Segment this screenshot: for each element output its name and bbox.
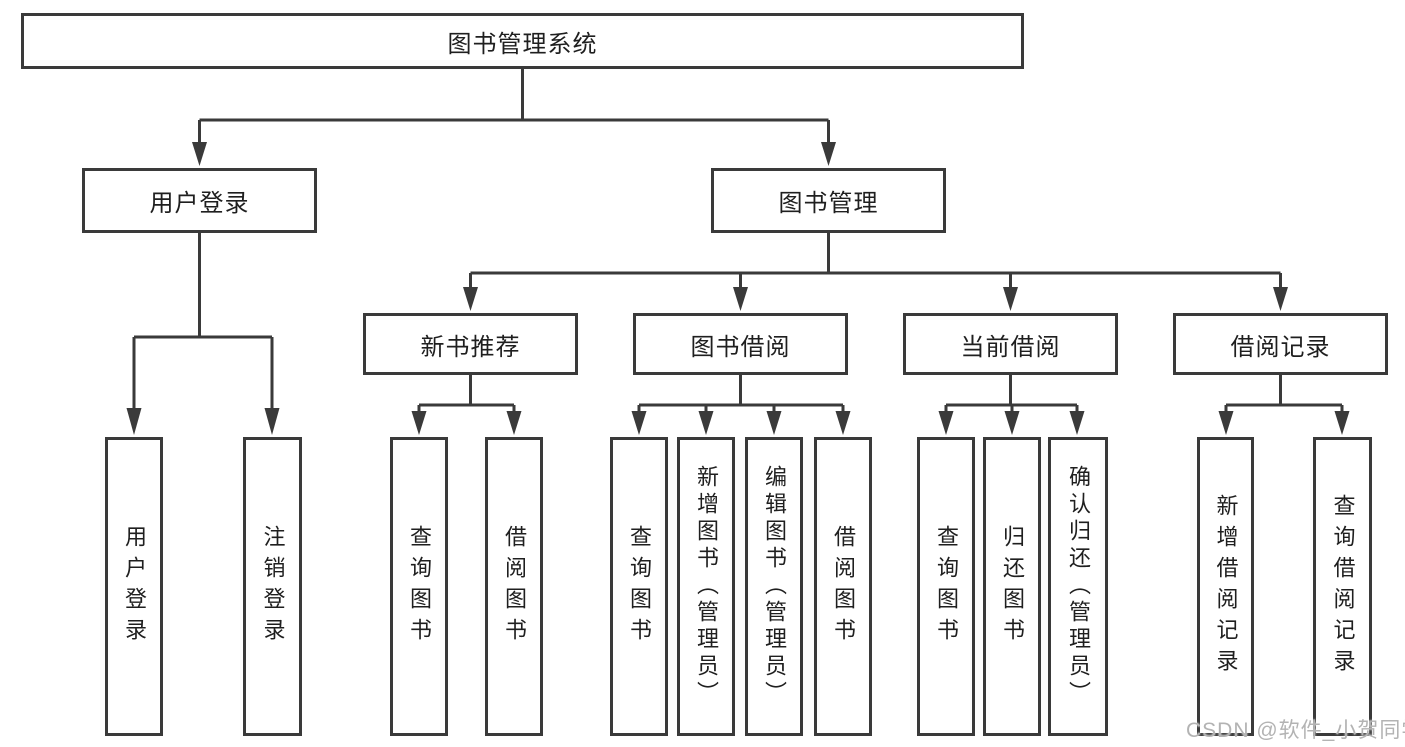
node-book-management: 图书管理 [711,168,946,233]
node-root: 图书管理系统 [21,13,1024,69]
node-current-borrow: 当前借阅 [903,313,1118,375]
node-user-login: 用户登录 [82,168,317,233]
node-borrow-record: 借阅记录 [1173,313,1388,375]
csdn-watermark: CSDN @软件_小贺同学 [1186,719,1405,742]
leaf-add-books-admin: 新增图书（管理员） [677,437,735,736]
leaf-edit-books-admin: 编辑图书（管理员） [745,437,803,736]
leaf-query-borrow-record: 查询借阅记录 [1313,437,1372,736]
node-new-book-recommend: 新书推荐 [363,313,578,375]
leaf-user-login: 用户登录 [105,437,163,736]
leaf-return-books: 归还图书 [983,437,1041,736]
leaf-borrow-books-recommend: 借阅图书 [485,437,543,736]
leaf-borrow-books: 借阅图书 [814,437,872,736]
leaf-query-books-current: 查询图书 [917,437,975,736]
leaf-add-borrow-record: 新增借阅记录 [1197,437,1254,736]
leaf-confirm-return-admin: 确认归还（管理员） [1048,437,1108,736]
node-book-borrow: 图书借阅 [633,313,848,375]
leaf-logout: 注销登录 [243,437,302,736]
leaf-query-books-borrow: 查询图书 [610,437,668,736]
arrowheads [126,142,1350,435]
leaf-query-books-recommend: 查询图书 [390,437,448,736]
